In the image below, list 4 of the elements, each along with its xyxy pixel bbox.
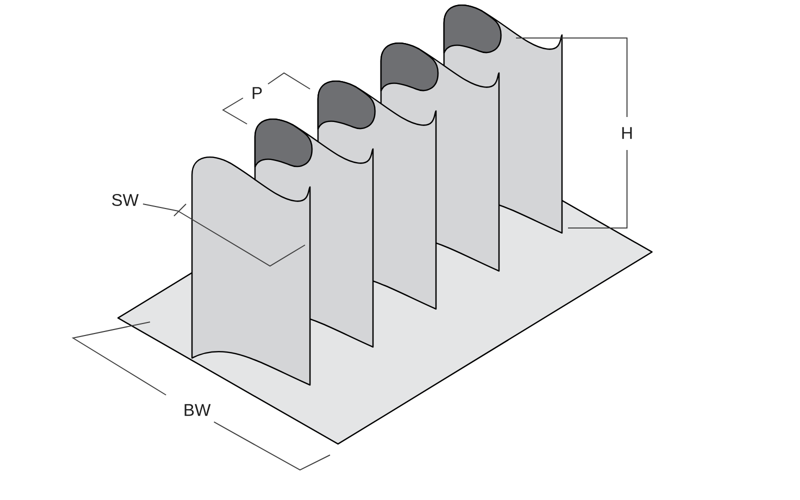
dimension-label: BW — [184, 404, 211, 416]
dimension-label: H — [622, 127, 632, 139]
dimension-label: P — [252, 87, 262, 99]
dimension-label: SW — [112, 194, 139, 206]
